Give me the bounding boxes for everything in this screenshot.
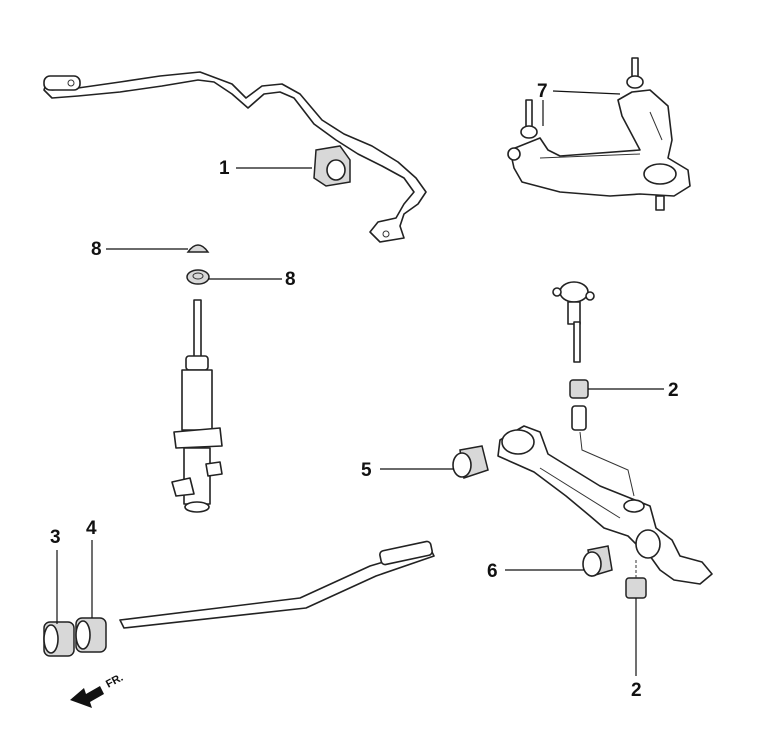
stabilizer-link <box>552 281 595 363</box>
shock-mount-bushing-upper <box>186 244 210 253</box>
lower-arm <box>497 425 713 585</box>
callout-8-upper: 8 <box>91 239 102 260</box>
callout-1: 1 <box>219 158 230 179</box>
callout-8-lower: 8 <box>285 269 296 290</box>
stabilizer-link-collar <box>571 405 587 431</box>
front-direction-arrow <box>70 686 104 708</box>
stabilizer-link-bushing-lower <box>625 577 647 599</box>
callout-2-upper: 2 <box>668 380 679 401</box>
leader-lines <box>56 90 664 676</box>
lower-arm-bushing-front <box>452 445 489 479</box>
shock-absorber <box>171 299 223 513</box>
callout-7: 7 <box>537 81 548 102</box>
callout-4: 4 <box>86 518 97 539</box>
callout-3: 3 <box>50 527 61 548</box>
stabilizer-bar <box>43 71 427 243</box>
callout-6: 6 <box>487 561 498 582</box>
shock-mount-bushing-lower <box>186 269 210 285</box>
lower-arm-bushing-rear <box>582 545 613 577</box>
upper-arm-assembly <box>507 57 691 211</box>
radius-rod-bushing-rear <box>75 617 107 653</box>
stabilizer-bar-bushing <box>313 145 351 187</box>
radius-rod-bushing-front <box>43 621 75 657</box>
radius-rod <box>119 540 435 629</box>
callout-5: 5 <box>361 460 372 481</box>
stabilizer-link-bushing-upper <box>569 379 589 399</box>
callout-2-lower: 2 <box>631 680 642 701</box>
